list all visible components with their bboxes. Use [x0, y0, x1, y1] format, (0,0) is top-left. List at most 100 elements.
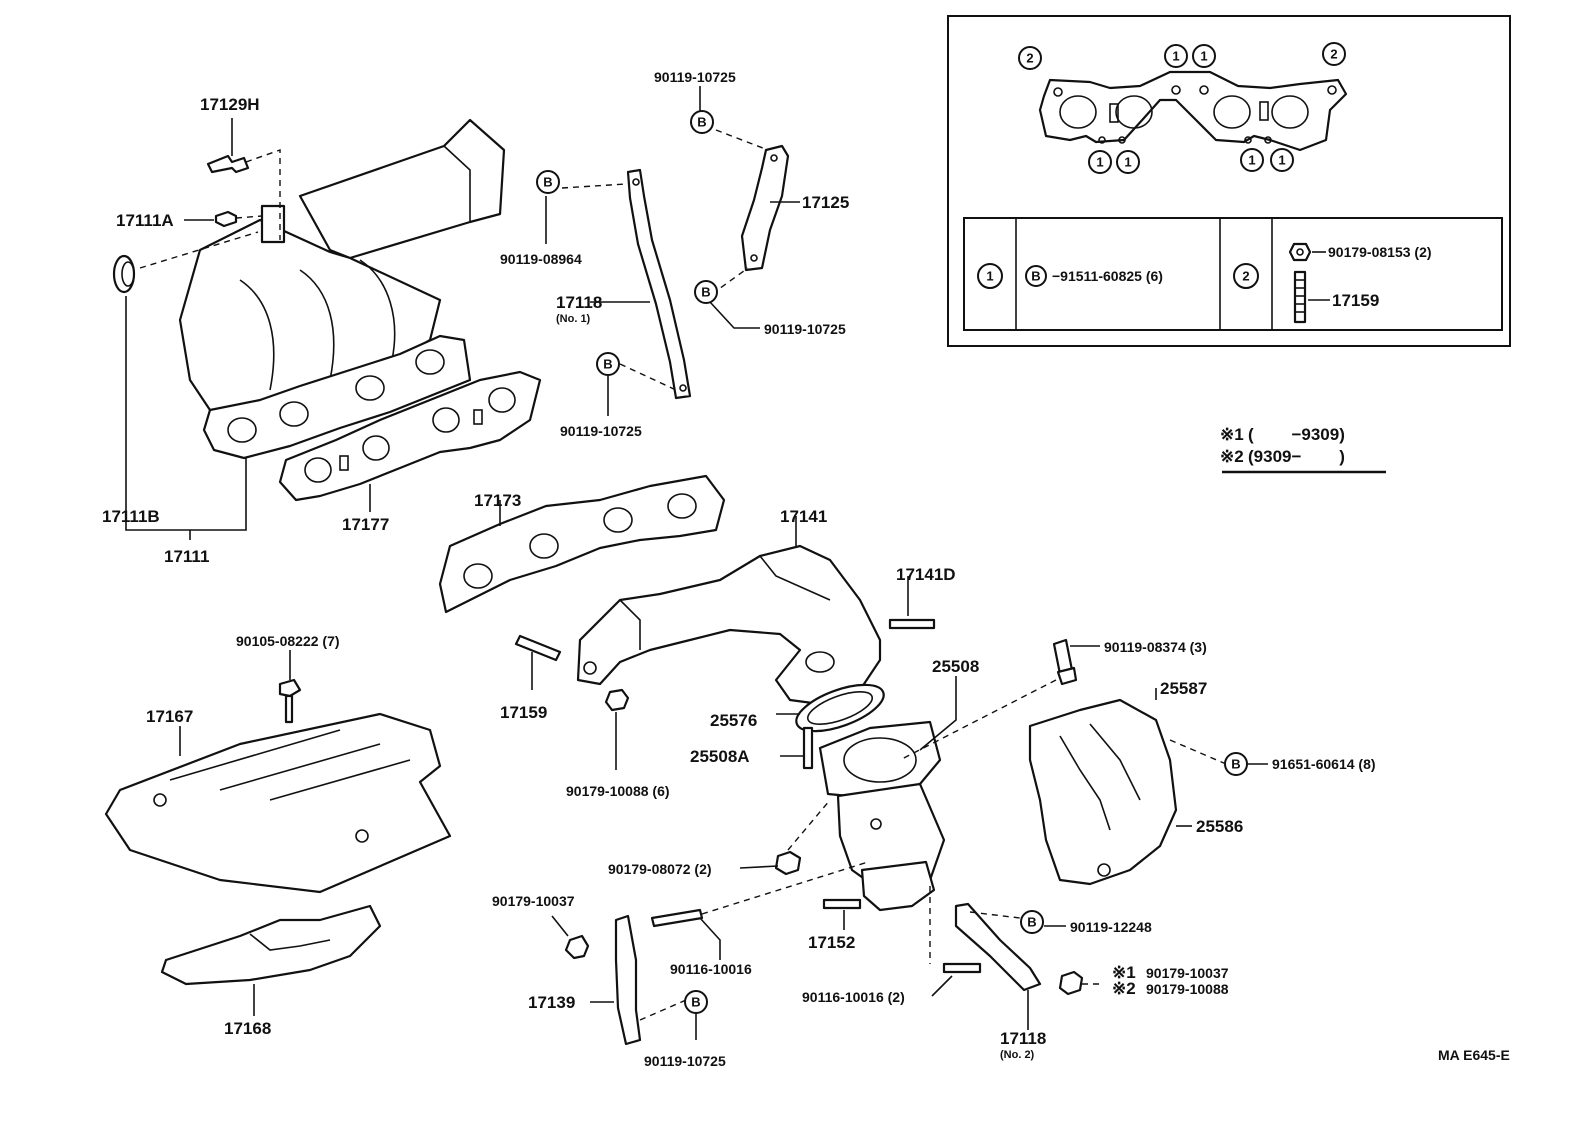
label-90179-08072: 90179-08072 (2): [608, 861, 712, 877]
stud-icon: [1293, 270, 1307, 324]
svg-text:B: B: [701, 285, 710, 300]
inset-port: [1271, 95, 1309, 129]
svg-text:1: 1: [1124, 155, 1131, 170]
label-90105-08222: 90105-08222 (7): [236, 633, 340, 649]
label-17118-no2-sub: (No. 2): [1000, 1049, 1035, 1061]
label-90116-10016-2: 90116-10016 (2): [802, 989, 905, 1005]
inset-port: [1213, 95, 1251, 129]
nut-icon: [1288, 242, 1312, 262]
svg-text:B: B: [603, 357, 612, 372]
gasket-ring-17111B: [112, 254, 136, 294]
bolt-symbol: B: [536, 170, 560, 194]
table-bolt-symbol: B: [1025, 265, 1047, 287]
label-90119-08374: 90119-08374 (3): [1104, 639, 1207, 655]
diagram-code: MA E645-E: [1438, 1047, 1510, 1063]
svg-text:1: 1: [986, 269, 993, 284]
heat-insulator-17167: [104, 712, 452, 894]
heat-insulator-25586-25587: [1028, 698, 1178, 886]
label-25508A: 25508A: [690, 747, 750, 766]
label-90119-08964: 90119-08964: [500, 251, 582, 267]
svg-text:1: 1: [1278, 153, 1285, 168]
bolt-symbol: B: [690, 110, 714, 134]
svg-text:B: B: [543, 175, 552, 190]
inset-marker-one: 1: [1088, 150, 1112, 174]
label-17118-no1-sub: (No. 1): [556, 313, 591, 325]
bolt-17111A: [214, 210, 238, 228]
bolt-symbol: B: [1224, 752, 1248, 776]
bolt-90105-08222: [278, 678, 302, 724]
nut-90179-10037: [564, 934, 590, 960]
stud-17159: [514, 634, 562, 662]
label-17173: 17173: [474, 491, 521, 510]
gasket-variant-inset: 2 1 1 2 1 1 1 1 1: [947, 15, 1511, 347]
stud-90116-10016: [650, 908, 704, 928]
inset-gasket: [1038, 70, 1348, 152]
gasket-25576: [795, 683, 885, 733]
svg-text:1: 1: [1172, 49, 1179, 64]
label-90119-10725-top: 90119-10725: [654, 69, 736, 85]
inset-slot: [1259, 101, 1269, 121]
svg-text:1: 1: [1096, 155, 1103, 170]
table-marker-one: 1: [977, 263, 1003, 289]
svg-text:B: B: [1027, 915, 1036, 930]
label-17168: 17168: [224, 1019, 271, 1038]
inset-port: [1115, 95, 1153, 129]
inset-marker-two-left: 2: [1018, 46, 1042, 70]
label-90119-10725-lower: 90119-10725: [560, 423, 642, 439]
legend-range-1: ( −9309): [1248, 425, 1345, 444]
svg-text:B: B: [1031, 269, 1040, 284]
label-17139: 17139: [528, 993, 575, 1012]
manifold-stay-17125: [740, 144, 790, 272]
inset-marker-one: 1: [1116, 150, 1140, 174]
stud-17152: [822, 898, 862, 910]
manifold-stay-17118-no1: [626, 168, 692, 400]
label-17177: 17177: [342, 515, 389, 534]
label-25586: 25586: [1196, 817, 1243, 836]
label-17129H: 17129H: [200, 95, 260, 114]
label-17152: 17152: [808, 933, 855, 952]
table-row2-stud: 17159: [1332, 291, 1379, 310]
label-90119-10725-right: 90119-10725: [764, 321, 846, 337]
intake-gasket-17177: [278, 370, 542, 502]
nut-90179-08072: [774, 850, 802, 876]
inset-port: [1059, 95, 1097, 129]
label-17118-no1: 17118: [556, 293, 602, 312]
label-25508: 25508: [932, 657, 979, 676]
label-90119-12248: 90119-12248: [1070, 919, 1152, 935]
svg-text:1: 1: [1200, 49, 1207, 64]
inset-marker-one: 1: [1164, 44, 1188, 68]
label-25576: 25576: [710, 711, 757, 730]
label-17167: 17167: [146, 707, 193, 726]
stay-17139: [614, 914, 642, 1046]
table-row2-nut: 90179-08153 (2): [1328, 244, 1432, 260]
exhaust-gasket-17173: [438, 474, 726, 614]
inset-marker-two-right: 2: [1322, 42, 1346, 66]
label-17111: 17111: [164, 547, 209, 566]
svg-text:2: 2: [1330, 47, 1337, 62]
alt-mark-2: ※2: [1112, 979, 1136, 998]
bolt-symbol: B: [684, 990, 708, 1014]
inset-marker-one: 1: [1192, 44, 1216, 68]
manifold-stay-17118-no2: [954, 902, 1042, 992]
label-17118-no2: 17118: [1000, 1029, 1046, 1048]
label-17125: 17125: [802, 193, 849, 212]
bolt-symbol: B: [1020, 910, 1044, 934]
inset-marker-one: 1: [1270, 148, 1294, 172]
table-row1-part: −91511-60825 (6): [1052, 268, 1163, 284]
exhaust-manifold-17141: [576, 544, 882, 706]
legend-mark-2: ※2: [1220, 447, 1244, 466]
svg-text:2: 2: [1242, 269, 1249, 284]
svg-text:B: B: [1231, 757, 1240, 772]
label-17111A: 17111A: [116, 211, 174, 230]
bolt-symbol: B: [596, 352, 620, 376]
catalytic-converter-25508: [818, 720, 946, 912]
inset-frame: [947, 15, 1511, 347]
stud-17141D: [888, 618, 936, 630]
legend-range-2: (9309− ): [1248, 447, 1345, 466]
label-17141: 17141: [780, 507, 827, 526]
stud-25508A: [802, 726, 814, 770]
table-marker-two: 2: [1233, 263, 1259, 289]
production-date-legend: ※1 ( −9309) ※2 (9309− ): [1220, 425, 1386, 474]
svg-text:B: B: [697, 115, 706, 130]
